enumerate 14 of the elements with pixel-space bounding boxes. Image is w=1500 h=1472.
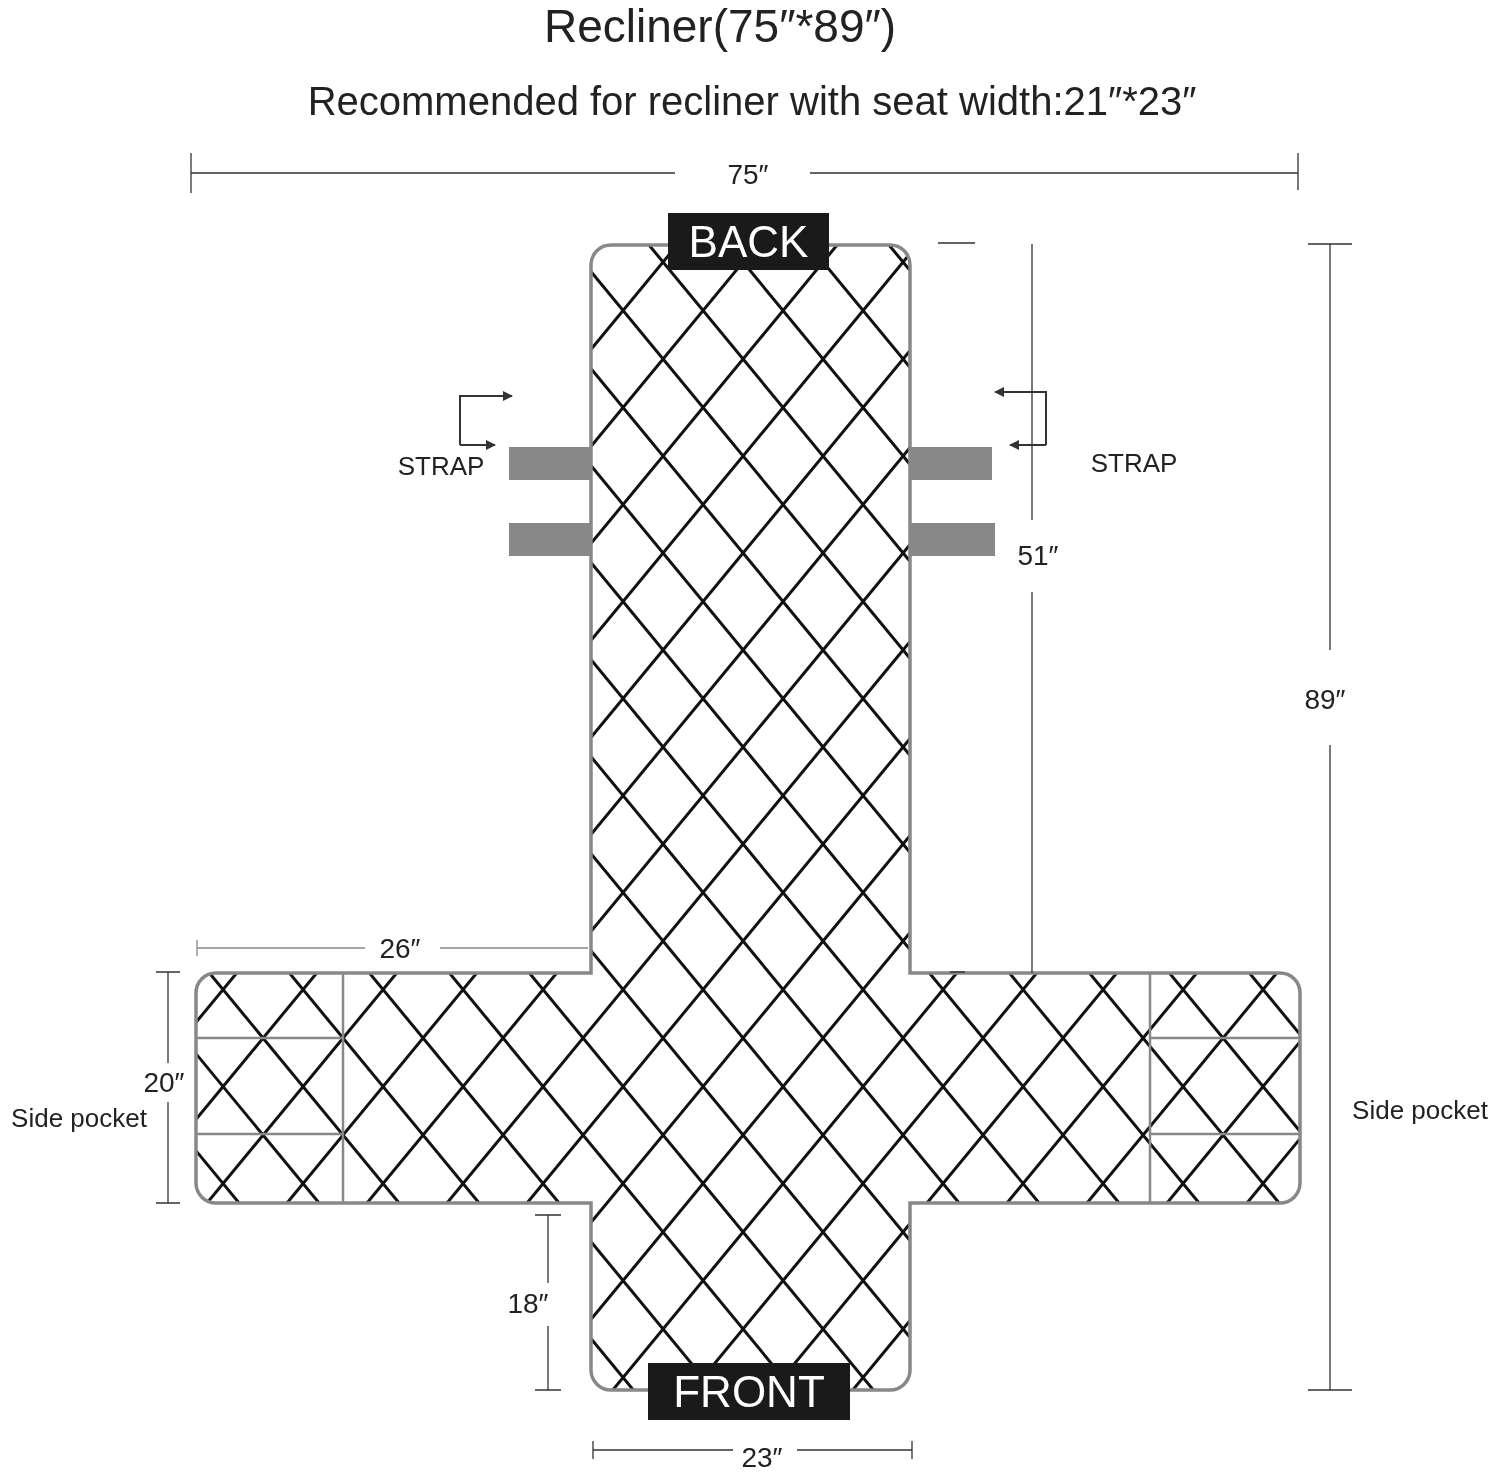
dimension-label: 20″ [143,1069,185,1097]
dimension-label: 26″ [379,935,421,963]
label-badge: BACK [668,213,829,270]
label-badge: FRONT [648,1363,850,1420]
dimension-label: 51″ [1017,542,1059,570]
dimension-label: 18″ [507,1290,549,1318]
strap-label: STRAP [1090,450,1178,476]
dimension-label: 89″ [1304,686,1346,714]
part-label: Side pocket [11,1105,147,1131]
dimension-label: 75″ [727,161,769,189]
dimension-label: 23″ [741,1444,783,1472]
part-label: Side pocket [1352,1097,1488,1123]
subtitle: Recommended for recliner with seat width:21″*23″ [307,81,1197,121]
strap-label: STRAP [397,453,485,479]
